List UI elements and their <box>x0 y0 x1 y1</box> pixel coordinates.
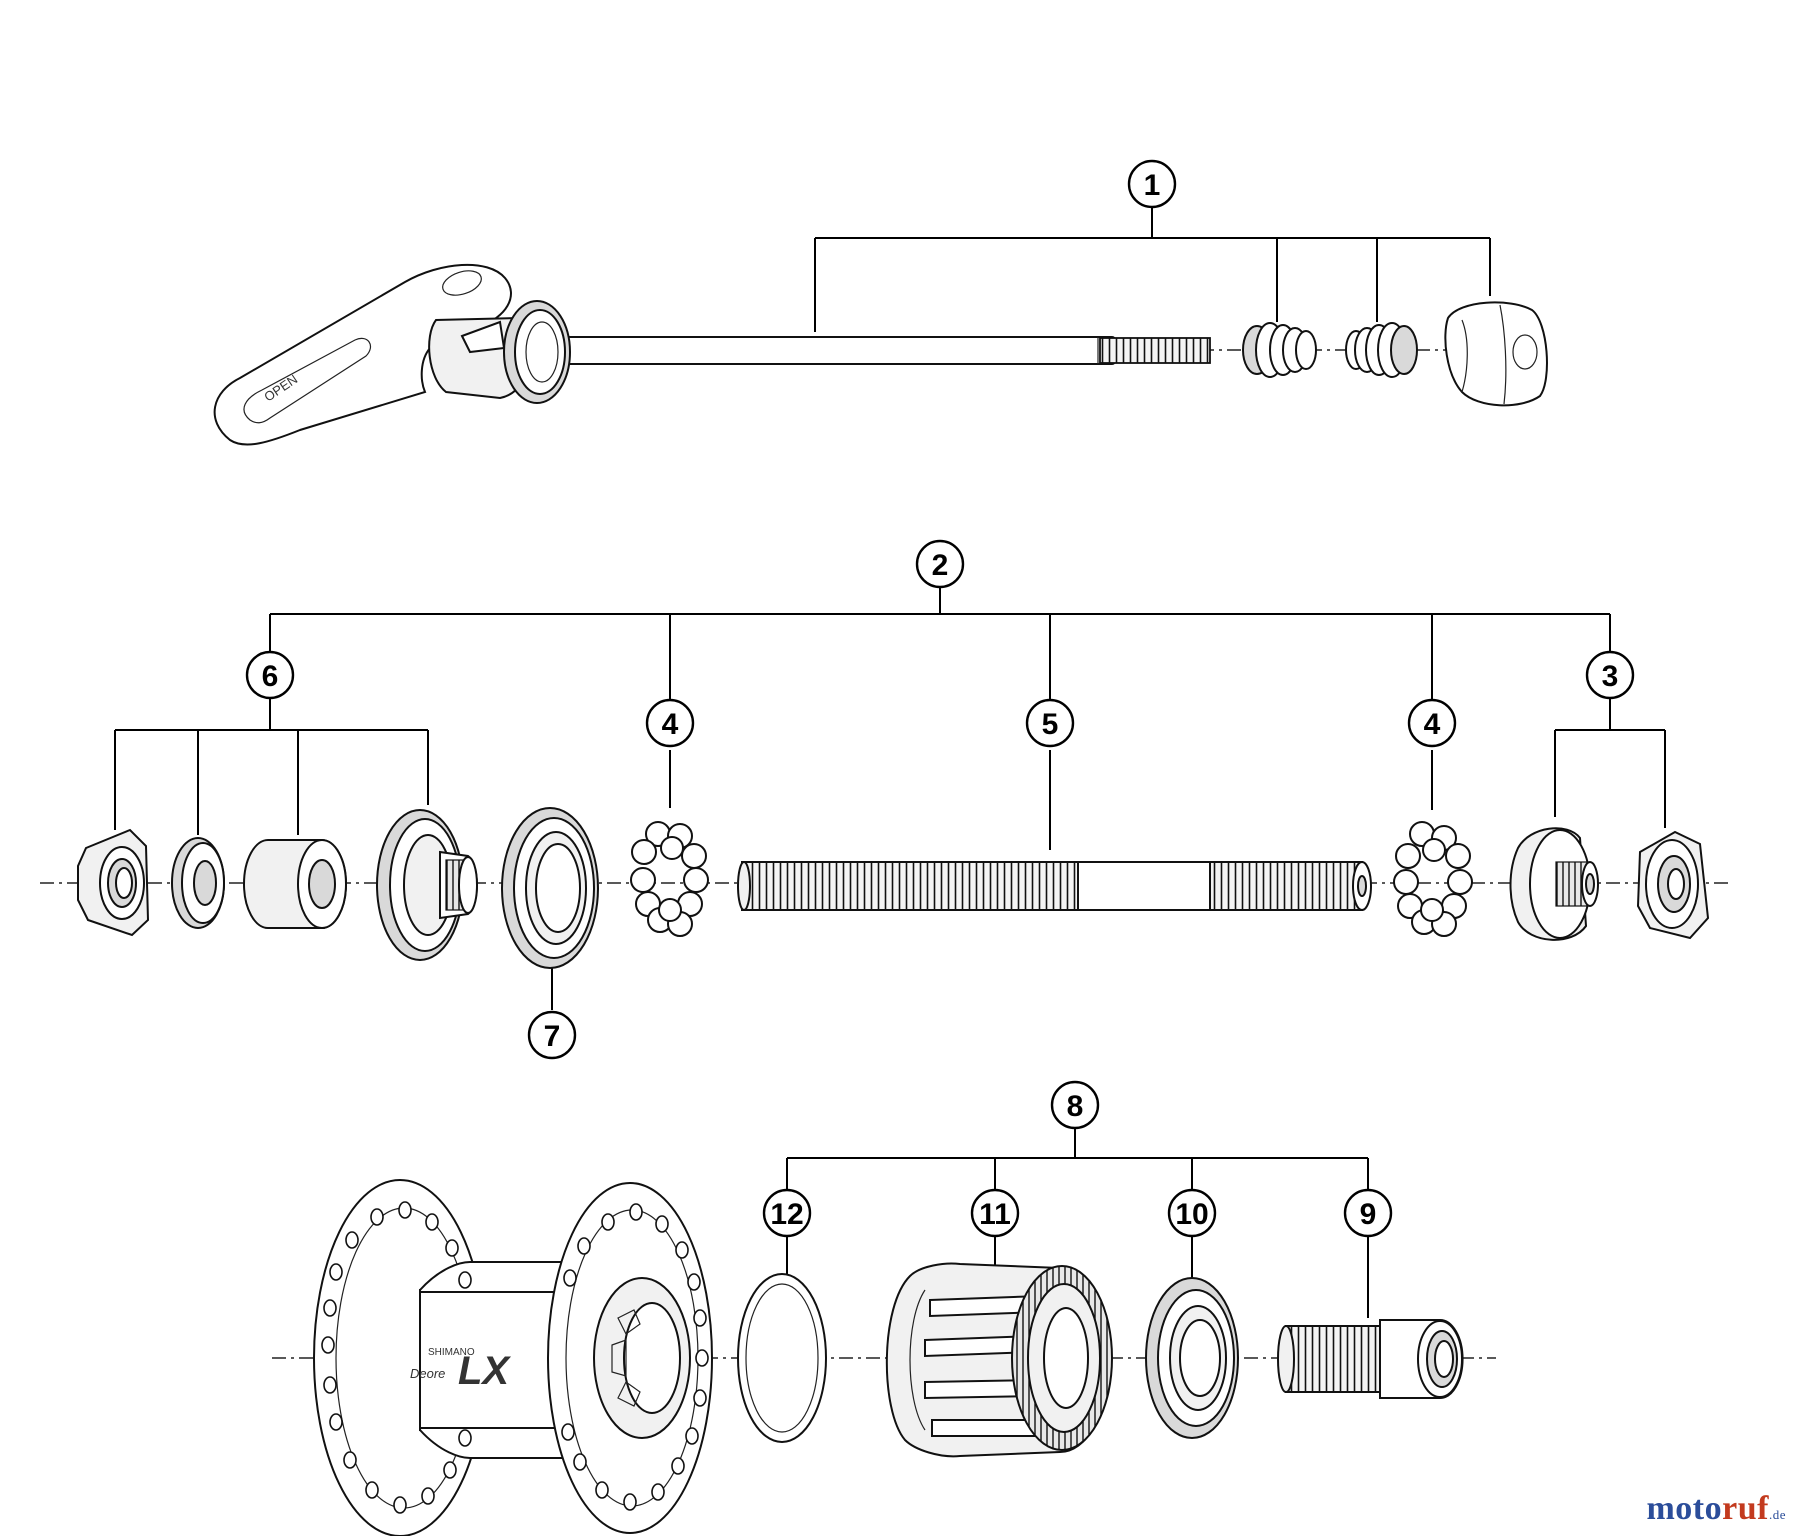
spring-left <box>1242 322 1317 378</box>
adjusting-nut <box>1444 301 1548 407</box>
svg-text:3: 3 <box>1602 660 1619 693</box>
skewer-thread <box>1099 337 1211 364</box>
lock-nut-left <box>77 828 150 937</box>
svg-text:4: 4 <box>1424 708 1441 741</box>
quick-release-group: OPEN <box>213 159 1548 446</box>
quick-release-lever: OPEN <box>213 263 530 446</box>
hub-logo-series: Deore <box>410 1366 445 1381</box>
svg-text:7: 7 <box>544 1020 561 1053</box>
svg-text:8: 8 <box>1067 1090 1084 1123</box>
spoke-holes-left <box>321 1201 472 1514</box>
freehub-washer <box>737 1273 827 1443</box>
hub-logo-maker: SHIMANO <box>428 1347 475 1358</box>
freehub-body <box>885 1262 1113 1458</box>
hub-axle <box>737 861 1372 911</box>
hub-shell: SHIMANO Deore LX <box>313 1179 713 1536</box>
skewer-rod <box>554 336 1116 365</box>
washer-left <box>171 837 225 929</box>
callout-9: 9 <box>1343 1188 1393 1238</box>
svg-text:9: 9 <box>1360 1198 1377 1231</box>
ball-bearings-left <box>630 821 709 937</box>
callout-1: 1 <box>1127 159 1177 209</box>
svg-text:12: 12 <box>770 1198 803 1231</box>
svg-text:4: 4 <box>662 708 679 741</box>
watermark: motoruf.de <box>1646 1490 1786 1527</box>
lock-nut-right <box>1636 830 1710 940</box>
dust-seal <box>501 807 599 969</box>
callout-8: 8 <box>1050 1080 1100 1130</box>
svg-text:10: 10 <box>1175 1198 1208 1231</box>
ball-bearings-right <box>1393 821 1473 937</box>
hub-logo-model: LX <box>458 1349 511 1393</box>
spoke-holes-right <box>561 1203 709 1511</box>
cam-nut <box>503 300 571 404</box>
freehub-bolt <box>1277 1319 1464 1399</box>
callout-4-left: 4 <box>645 698 695 748</box>
cone-left <box>376 809 478 961</box>
spacer-left <box>243 839 347 929</box>
callout-3: 3 <box>1585 650 1635 700</box>
callout-7: 7 <box>527 1010 577 1060</box>
spring-right <box>1345 322 1418 378</box>
callout-12: 12 <box>762 1188 812 1238</box>
svg-text:2: 2 <box>932 549 949 582</box>
axle-assembly-group: 2 6 4 5 4 3 7 <box>40 539 1730 1060</box>
cone-right <box>1509 827 1599 941</box>
svg-text:5: 5 <box>1042 708 1059 741</box>
callout-6: 6 <box>245 650 295 700</box>
hub-body-group: SHIMANO Deore LX <box>272 1080 1496 1536</box>
callout-4-right: 4 <box>1407 698 1457 748</box>
callout-11: 11 <box>970 1188 1020 1238</box>
callout-10: 10 <box>1167 1188 1217 1238</box>
svg-text:11: 11 <box>979 1198 1011 1231</box>
svg-text:1: 1 <box>1144 169 1161 202</box>
callout-2: 2 <box>915 539 965 589</box>
svg-text:6: 6 <box>262 660 279 693</box>
freehub-seal <box>1145 1277 1239 1439</box>
callout-5: 5 <box>1025 698 1075 748</box>
